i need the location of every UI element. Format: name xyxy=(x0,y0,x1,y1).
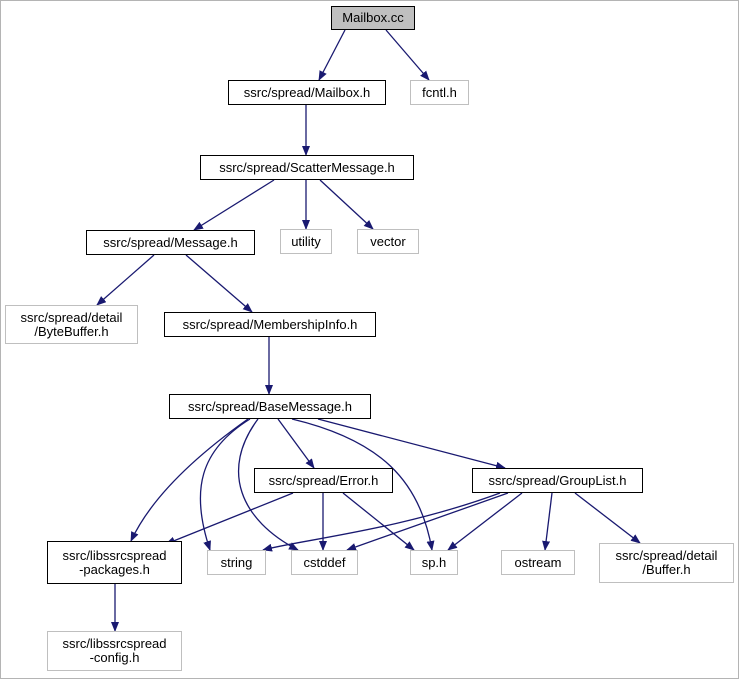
edge-grouplist-cstddef xyxy=(346,492,509,551)
edge-basemessage-cstddef xyxy=(237,418,299,551)
edge-message-membershipinfo xyxy=(185,254,253,313)
node-buffer-h-line1: ssrc/spread/detail xyxy=(615,548,718,563)
node-grouplist-h[interactable]: ssrc/spread/GroupList.h xyxy=(472,468,643,493)
node-fcntl-h-label: fcntl.h xyxy=(422,84,457,100)
edge-basemessage-error xyxy=(277,418,315,469)
edge-basemessage-packages xyxy=(130,418,249,542)
node-string-label: string xyxy=(220,554,253,570)
node-utility: utility xyxy=(280,229,332,254)
node-vector: vector xyxy=(357,229,419,254)
node-scattermessage-h[interactable]: ssrc/spread/ScatterMessage.h xyxy=(200,155,414,180)
edge-basemessage-grouplist xyxy=(317,418,506,470)
edge-basemessage-string xyxy=(199,418,251,551)
node-message-h[interactable]: ssrc/spread/Message.h xyxy=(86,230,255,255)
edge-grouplist-sp xyxy=(447,492,523,551)
node-vector-label: vector xyxy=(370,233,406,249)
node-cstddef: cstddef xyxy=(291,550,358,575)
node-buffer-h: ssrc/spread/detail /Buffer.h xyxy=(599,543,734,583)
edge-error-sp xyxy=(342,492,415,551)
node-sp-h-label: sp.h xyxy=(421,554,447,570)
edge-message-bytebuffer xyxy=(96,254,155,306)
node-string: string xyxy=(207,550,266,575)
node-sp-h: sp.h xyxy=(410,550,458,575)
edge-mailboxcc-mailboxh xyxy=(318,29,346,81)
node-config-h-line1: ssrc/libssrcspread xyxy=(62,636,167,651)
edge-scattermessage-message xyxy=(193,179,275,231)
node-mailbox-h-label: ssrc/spread/Mailbox.h xyxy=(243,84,371,100)
node-grouplist-h-label: ssrc/spread/GroupList.h xyxy=(488,472,627,488)
edge-basemessage-sp xyxy=(291,418,435,551)
node-basemessage-h-label: ssrc/spread/BaseMessage.h xyxy=(187,398,353,414)
edge-scattermessage-vector xyxy=(319,179,374,230)
node-mailbox-cc-label: Mailbox.cc xyxy=(342,10,404,25)
node-message-h-label: ssrc/spread/Message.h xyxy=(103,234,238,250)
node-ostream: ostream xyxy=(501,550,575,575)
node-config-h-line2: -config.h xyxy=(89,650,140,665)
node-utility-label: utility xyxy=(291,233,321,249)
edge-error-packages xyxy=(165,492,294,545)
node-basemessage-h[interactable]: ssrc/spread/BaseMessage.h xyxy=(169,394,371,419)
edge-grouplist-ostream xyxy=(542,492,553,551)
node-ostream-label: ostream xyxy=(514,554,562,570)
node-fcntl-h: fcntl.h xyxy=(410,80,469,105)
node-bytebuffer-h-line1: ssrc/spread/detail xyxy=(20,309,123,325)
node-packages-h-line1: ssrc/libssrcspread xyxy=(62,547,167,563)
node-cstddef-label: cstddef xyxy=(303,554,346,570)
node-packages-h-line2: -packages.h xyxy=(79,561,150,577)
edge-mailboxcc-fcntl xyxy=(385,29,430,81)
node-mailbox-h[interactable]: ssrc/spread/Mailbox.h xyxy=(228,80,386,105)
node-bytebuffer-h-line2: /ByteBuffer.h xyxy=(34,323,109,339)
node-mailbox-cc[interactable]: Mailbox.cc xyxy=(331,6,415,30)
edge-grouplist-buffer xyxy=(574,492,641,544)
node-membershipinfo-h[interactable]: ssrc/spread/MembershipInfo.h xyxy=(164,312,376,337)
node-membershipinfo-h-label: ssrc/spread/MembershipInfo.h xyxy=(182,316,358,332)
node-error-h[interactable]: ssrc/spread/Error.h xyxy=(254,468,393,493)
node-bytebuffer-h: ssrc/spread/detail /ByteBuffer.h xyxy=(5,305,138,344)
edge-grouplist-string xyxy=(262,492,501,552)
node-config-h: ssrc/libssrcspread -config.h xyxy=(47,631,182,671)
node-buffer-h-line2: /Buffer.h xyxy=(642,562,691,577)
node-scattermessage-h-label: ssrc/spread/ScatterMessage.h xyxy=(219,159,395,175)
node-packages-h[interactable]: ssrc/libssrcspread -packages.h xyxy=(47,541,182,584)
node-error-h-label: ssrc/spread/Error.h xyxy=(268,472,379,488)
